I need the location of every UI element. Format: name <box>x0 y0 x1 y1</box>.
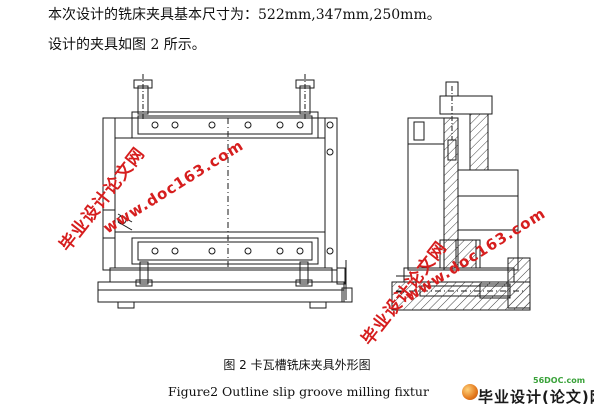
figure-caption-en: Figure2 Outline slip groove milling fixt… <box>168 384 429 399</box>
figure-caption-cn: 图 2 卡瓦槽铣床夹具外形图 <box>223 358 371 372</box>
front-view <box>97 74 353 309</box>
logo-globe-icon <box>462 384 478 400</box>
logo-text: 毕业设计(论文)网 <box>478 388 594 406</box>
intro-line-figure-ref: 设计的夹具如图 2 所示。 <box>48 37 206 53</box>
side-section-view <box>391 81 531 311</box>
logo-small-text: 56DOC.com <box>533 376 586 385</box>
intro-line-dimensions: 本次设计的铣床夹具基本尺寸为：522mm,347mm,250mm。 <box>48 7 441 23</box>
fixture-drawing <box>97 74 531 311</box>
